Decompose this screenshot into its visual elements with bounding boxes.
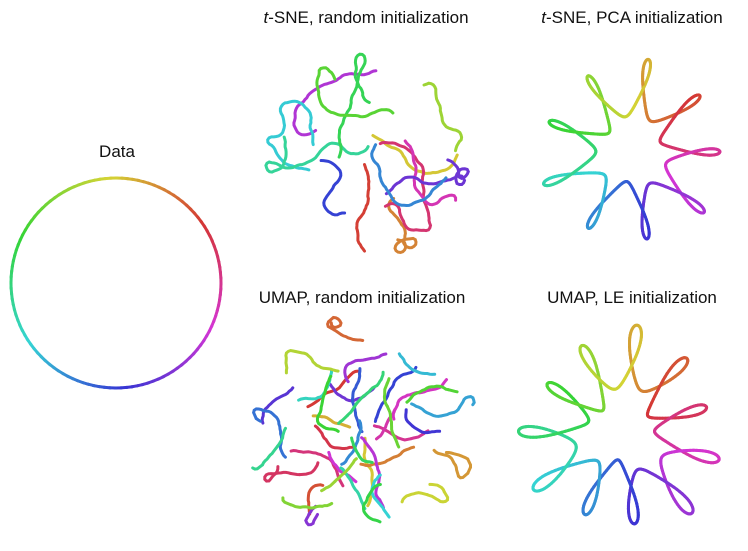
- tsne-random-curve: [422, 81, 464, 153]
- umap-random-curve: [338, 478, 345, 488]
- title-rest: -SNE, random initialization: [268, 8, 469, 27]
- data-panel-title: Data: [99, 142, 135, 161]
- umap-random-curve: [322, 425, 340, 433]
- umap-random-curve: [263, 465, 293, 483]
- tsne-pca-panel-title: t-SNE, PCA initialization: [541, 8, 722, 28]
- umap-random-curve: [315, 374, 333, 429]
- umap-random-curve: [350, 436, 374, 464]
- umap-random-curve: [446, 388, 459, 394]
- umap-random-curve: [340, 419, 363, 466]
- umap-random-curve: [333, 467, 351, 483]
- umap-random-curve: [366, 490, 373, 508]
- tsne-pca-curve: [641, 85, 646, 92]
- umap-random-curve: [251, 463, 264, 471]
- tsne-random-curve: [319, 159, 347, 217]
- umap-random-curve: [346, 475, 364, 504]
- tsne-random-curve: [370, 143, 448, 208]
- umap-random-curve: [409, 432, 426, 441]
- umap-le-curve: [632, 354, 638, 362]
- umap-random-curve: [281, 496, 293, 507]
- umap-random-curve: [350, 367, 362, 415]
- tsne-random-panel-title: t-SNE, random initialization: [263, 8, 468, 28]
- umap-random-curve: [252, 407, 287, 459]
- umap-random-curve: [320, 479, 337, 493]
- tsne-random-curve: [355, 163, 371, 253]
- t-italic: t: [263, 8, 269, 27]
- umap-random-curve: [304, 504, 319, 527]
- umap-random-curve: [298, 461, 320, 477]
- umap-random-curve: [337, 414, 349, 425]
- title-rest: -SNE, PCA initialization: [546, 8, 723, 27]
- umap-random-curve: [360, 436, 371, 449]
- umap-random-curve: [294, 350, 340, 373]
- umap-random-curve: [311, 414, 324, 419]
- umap-random-curve: [363, 352, 388, 362]
- umap-random-curve: [405, 384, 450, 404]
- umap-random-curve: [306, 483, 325, 514]
- umap-random-curve: [360, 370, 385, 400]
- umap-le-panel-title: UMAP, LE initialization: [547, 288, 717, 307]
- tsne-random-curve: [371, 134, 459, 175]
- umap-random-curve: [432, 448, 460, 478]
- umap-random-curve: [320, 415, 352, 429]
- umap-random-curve: [458, 395, 476, 409]
- umap-random-curve: [425, 490, 450, 504]
- umap-random-curve: [410, 402, 443, 418]
- umap-random-curve: [391, 432, 401, 449]
- umap-random-curve: [339, 333, 365, 342]
- tsne-random-curve: [384, 158, 470, 196]
- t-italic: t: [541, 8, 547, 27]
- tsne-random-curve: [387, 197, 418, 255]
- tsne-random-curve: [403, 139, 458, 207]
- umap-random-curve: [397, 352, 416, 372]
- tsne-random-curve: [378, 140, 433, 233]
- umap-random-curve: [372, 424, 395, 437]
- tsne-random-curve: [337, 52, 371, 159]
- umap-random-curve: [284, 348, 297, 375]
- umap-random-curve: [345, 405, 356, 418]
- umap-random-curve: [457, 471, 470, 480]
- umap-random-curve: [385, 404, 395, 436]
- umap-random-curve: [327, 315, 343, 329]
- umap-random-curve: [418, 429, 442, 435]
- umap-random-curve: [260, 386, 295, 425]
- umap-random-curve: [313, 424, 357, 450]
- umap-random-panel-title: UMAP, random initialization: [258, 288, 466, 307]
- umap-random-curve: [444, 451, 470, 461]
- umap-random-curve: [343, 358, 367, 384]
- umap-random-curve: [382, 381, 389, 408]
- umap-random-curve: [339, 466, 350, 479]
- umap-random-curve: [400, 491, 429, 504]
- umap-random-curve: [428, 482, 446, 494]
- umap-random-curve: [359, 445, 416, 468]
- umap-random-curve: [347, 457, 358, 470]
- tsne-random-curve: [264, 135, 370, 174]
- umap-random-curve: [289, 502, 334, 510]
- umap-random-curve: [367, 483, 382, 497]
- umap-random-curve: [412, 368, 437, 376]
- umap-random-curve: [276, 426, 287, 448]
- umap-random-curve: [439, 405, 461, 418]
- umap-random-curve: [375, 365, 418, 419]
- umap-random-curve: [404, 408, 414, 428]
- umap-random-curve: [261, 444, 279, 467]
- tsne-random-curve: [315, 66, 395, 119]
- umap-random-curve: [362, 493, 382, 524]
